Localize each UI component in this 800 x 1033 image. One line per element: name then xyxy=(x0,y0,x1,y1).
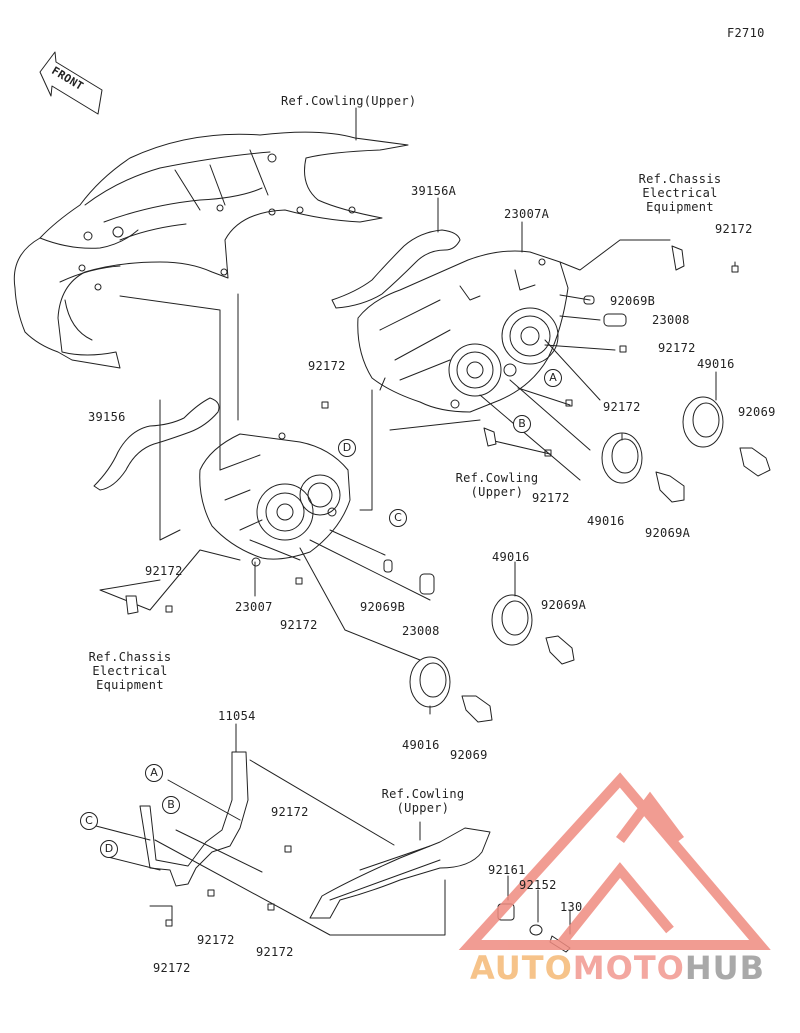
screw-icons xyxy=(165,261,739,927)
label-92069A-b[interactable]: 92069A xyxy=(541,598,587,612)
label-49016-b[interactable]: 49016 xyxy=(587,514,625,528)
label-49016-d[interactable]: 49016 xyxy=(402,738,440,752)
headlight-assembly-23007A xyxy=(357,250,569,413)
label-49016-c[interactable]: 49016 xyxy=(492,550,530,564)
callout-a-lower: A xyxy=(145,764,163,782)
duct-bracket-drawing xyxy=(309,827,491,919)
callout-c-lower: C xyxy=(80,812,98,830)
label-23007[interactable]: 23007 xyxy=(235,600,273,614)
label-ref-cowling-upper-top[interactable]: Ref.Cowling(Upper) xyxy=(281,94,417,108)
label-92172-b[interactable]: 92172 xyxy=(658,341,696,355)
figure-code: F2710 xyxy=(727,26,765,40)
label-92172-e[interactable]: 92172 xyxy=(532,491,570,505)
headlight-assembly-23007 xyxy=(199,432,351,567)
watermark-auto: AUTO xyxy=(470,949,573,987)
bracket-right-drawing xyxy=(671,245,685,271)
label-92069B-left[interactable]: 92069B xyxy=(360,600,406,614)
label-92161[interactable]: 92161 xyxy=(488,863,526,877)
label-92172-c[interactable]: 92172 xyxy=(308,359,346,373)
callout-d-upper: D xyxy=(338,439,356,457)
label-92172-d[interactable]: 92172 xyxy=(603,400,641,414)
label-92172-g[interactable]: 92172 xyxy=(280,618,318,632)
label-92172-f[interactable]: 92172 xyxy=(145,564,183,578)
callout-c-upper: C xyxy=(389,509,407,527)
front-arrow-icon xyxy=(39,51,103,115)
label-92069-a[interactable]: 92069 xyxy=(738,405,776,419)
pad-39156-drawing xyxy=(93,397,220,491)
bulb-icons xyxy=(383,295,771,723)
label-23008-right[interactable]: 23008 xyxy=(652,313,690,327)
label-49016-a[interactable]: 49016 xyxy=(697,357,735,371)
label-ref-chassis-left[interactable]: Ref.Chassis Electrical Equipment xyxy=(88,650,172,692)
label-ref-cowling-upper-bot[interactable]: Ref.Cowling (Upper) xyxy=(381,787,465,815)
label-92172-j[interactable]: 92172 xyxy=(256,945,294,959)
label-92069B-right[interactable]: 92069B xyxy=(610,294,656,308)
upper-cowling-drawing xyxy=(13,131,409,369)
label-23007A[interactable]: 23007A xyxy=(504,207,550,221)
callout-b-upper: B xyxy=(513,415,531,433)
label-92172-h[interactable]: 92172 xyxy=(271,805,309,819)
watermark-text: AUTOMOTOHUB xyxy=(470,948,765,988)
pad-39156A-drawing xyxy=(331,229,461,309)
label-ref-chassis-right[interactable]: Ref.Chassis Electrical Equipment xyxy=(638,172,722,214)
washer-92152-icon xyxy=(529,924,543,936)
callout-b-lower: B xyxy=(162,796,180,814)
label-39156[interactable]: 39156 xyxy=(88,410,126,424)
label-130[interactable]: 130 xyxy=(560,900,583,914)
label-23008-left[interactable]: 23008 xyxy=(402,624,440,638)
callout-a-upper: A xyxy=(544,369,562,387)
callout-d-lower: D xyxy=(100,840,118,858)
label-92172-i[interactable]: 92172 xyxy=(197,933,235,947)
label-92069A-a[interactable]: 92069A xyxy=(645,526,691,540)
watermark-hub: HUB xyxy=(684,949,766,987)
bracket-11054-drawing xyxy=(139,751,249,887)
label-39156A[interactable]: 39156A xyxy=(411,184,457,198)
label-92172-a[interactable]: 92172 xyxy=(715,222,753,236)
watermark-moto: MOTO xyxy=(572,949,685,987)
label-11054[interactable]: 11054 xyxy=(218,709,256,723)
watermark-logo-icon xyxy=(458,772,771,950)
label-92172-k[interactable]: 92172 xyxy=(153,961,191,975)
rubber-cap-icons xyxy=(409,396,724,708)
label-92152[interactable]: 92152 xyxy=(519,878,557,892)
label-ref-cowling-upper-mid[interactable]: Ref.Cowling (Upper) xyxy=(455,471,539,499)
label-92069-b[interactable]: 92069 xyxy=(450,748,488,762)
